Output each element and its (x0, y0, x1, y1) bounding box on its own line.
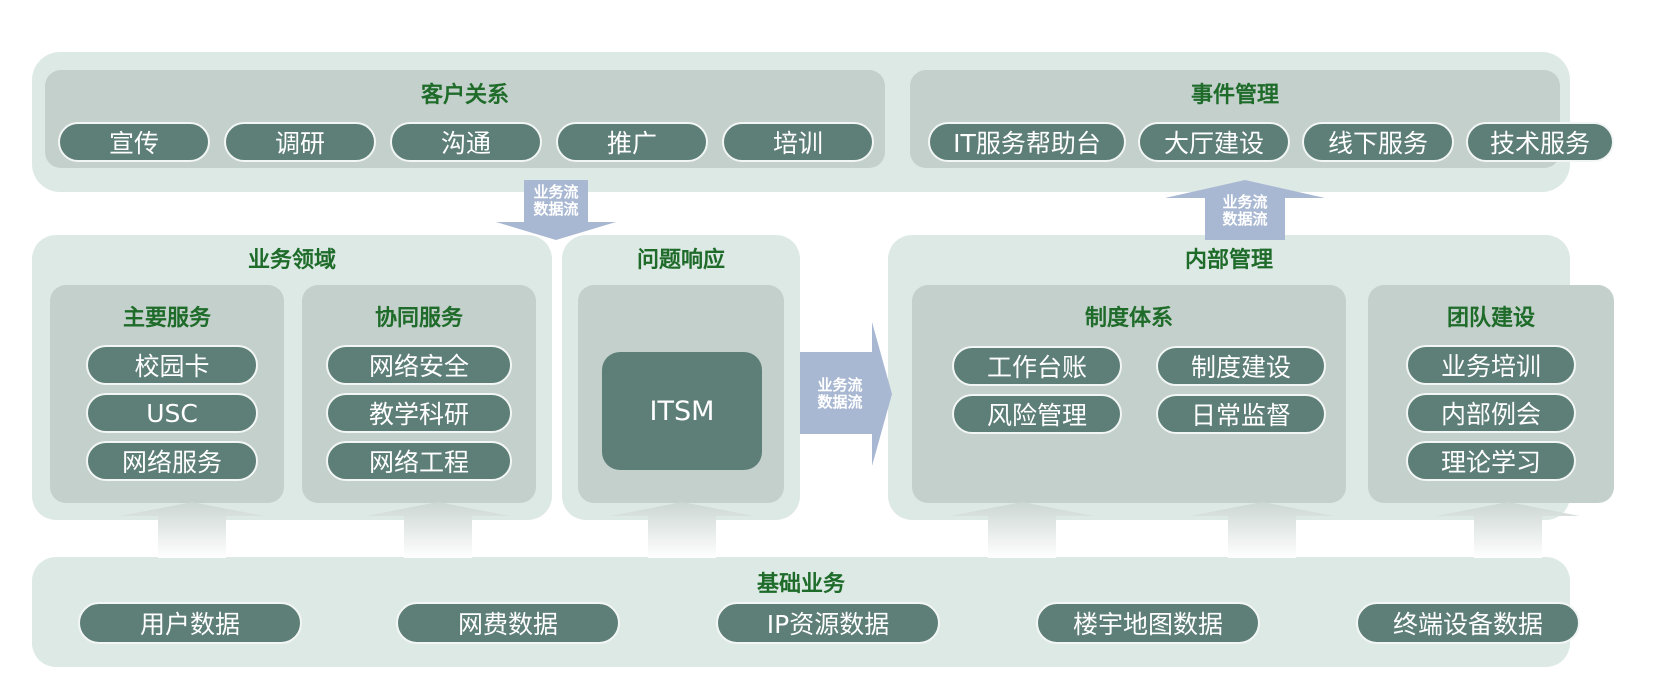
event-item-tech-service[interactable]: 技术服务 (1466, 122, 1614, 162)
customer-item-training[interactable]: 培训 (722, 122, 874, 162)
main-services-title: 主要服务 (122, 306, 211, 331)
system-item-daily-supervision[interactable]: 日常监督 (1156, 394, 1326, 434)
collab-item-teaching-research[interactable]: 教学科研 (326, 393, 512, 433)
event-item-it-helpdesk[interactable]: IT服务帮助台 (928, 122, 1126, 162)
customer-relations-title: 客户关系 (420, 83, 509, 108)
main-item-network-service[interactable]: 网络服务 (86, 441, 258, 481)
system-item-risk-management[interactable]: 风险管理 (952, 394, 1122, 434)
itsm-box[interactable]: ITSM (602, 352, 762, 470)
right-flow-business-text: 业务流 (817, 376, 863, 394)
team-item-theory-study[interactable]: 理论学习 (1406, 441, 1576, 481)
team-item-business-training[interactable]: 业务培训 (1406, 345, 1576, 385)
collab-item-network-security[interactable]: 网络安全 (326, 345, 512, 385)
event-item-hall-construction[interactable]: 大厅建设 (1138, 122, 1290, 162)
collab-services-title: 协同服务 (374, 306, 463, 331)
foundation-item-user-data[interactable]: 用户数据 (78, 602, 302, 644)
problem-response-title: 问题响应 (636, 248, 725, 273)
system-framework-title: 制度体系 (1084, 306, 1173, 331)
down-flow-label: 业务流 数据流 (512, 184, 600, 218)
foundation-item-fee-data[interactable]: 网费数据 (396, 602, 620, 644)
business-domain-title: 业务领域 (247, 248, 336, 273)
up-flow-business-text: 业务流 (1222, 193, 1268, 211)
main-item-usc[interactable]: USC (86, 393, 258, 433)
team-item-internal-meeting[interactable]: 内部例会 (1406, 393, 1576, 433)
foundation-title: 基础业务 (756, 572, 845, 597)
up-flow-arrow (1165, 180, 1325, 240)
down-flow-business-text: 业务流 (533, 183, 579, 201)
main-item-campus-card[interactable]: 校园卡 (86, 345, 258, 385)
foundation-item-terminal-data[interactable]: 终端设备数据 (1356, 602, 1580, 644)
customer-item-communication[interactable]: 沟通 (390, 122, 542, 162)
collab-item-network-engineering[interactable]: 网络工程 (326, 441, 512, 481)
foundation-item-ip-data[interactable]: IP资源数据 (716, 602, 940, 644)
event-management-title: 事件管理 (1190, 83, 1279, 108)
foundation-item-building-map-data[interactable]: 楼宇地图数据 (1036, 602, 1260, 644)
right-flow-data-text: 数据流 (817, 393, 863, 411)
up-flow-data-text: 数据流 (1222, 210, 1268, 228)
system-item-policy-building[interactable]: 制度建设 (1156, 346, 1326, 386)
up-flow-label: 业务流 数据流 (1200, 194, 1290, 228)
customer-item-promotion[interactable]: 宣传 (58, 122, 210, 162)
system-item-work-ledger[interactable]: 工作台账 (952, 346, 1122, 386)
right-flow-label: 业务流 数据流 (800, 377, 880, 411)
customer-item-outreach[interactable]: 推广 (556, 122, 708, 162)
down-flow-arrow (496, 180, 616, 240)
foundation-up-arrows (120, 502, 1580, 558)
down-flow-data-text: 数据流 (533, 200, 579, 218)
event-item-offline-service[interactable]: 线下服务 (1302, 122, 1454, 162)
internal-management-title: 内部管理 (1184, 248, 1273, 273)
team-building-title: 团队建设 (1446, 306, 1535, 331)
right-flow-arrow (800, 322, 892, 466)
customer-item-research[interactable]: 调研 (224, 122, 376, 162)
